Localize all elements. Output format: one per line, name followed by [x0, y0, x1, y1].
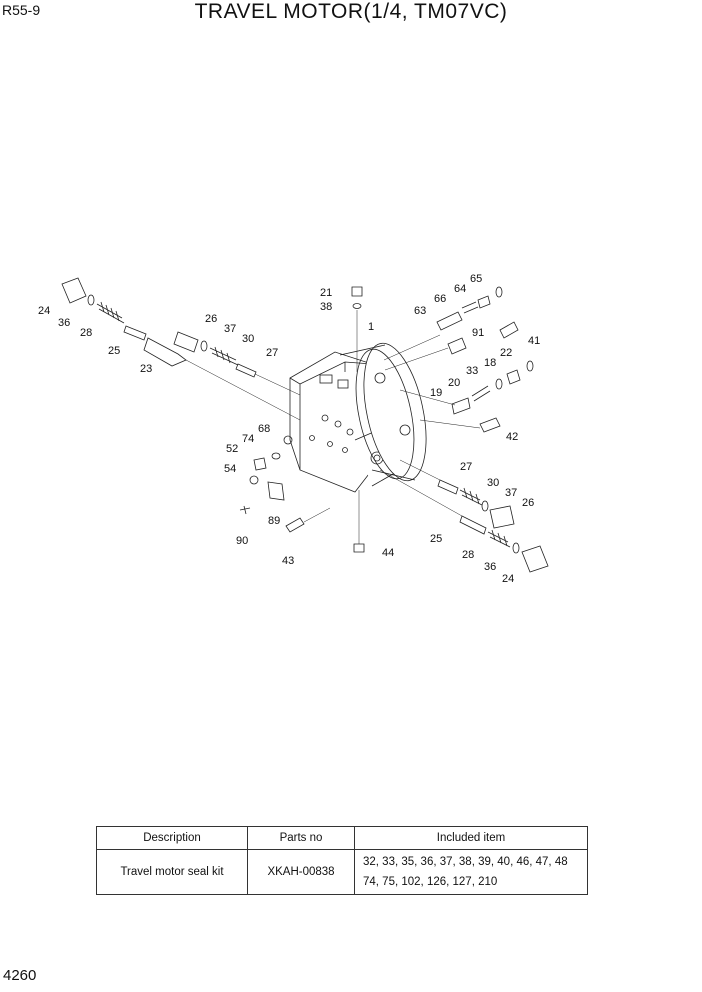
parts-no-cell: XKAH-00838	[247, 849, 355, 895]
callout-label: 24	[38, 305, 50, 317]
callout-label: 44	[382, 547, 394, 559]
callout-label: 22	[500, 347, 512, 359]
callout-label: 24	[502, 573, 514, 585]
included-items-line: 32, 33, 35, 36, 37, 38, 39, 40, 46, 47, …	[363, 856, 568, 868]
callout-label: 25	[430, 533, 442, 545]
callout-label: 91	[472, 327, 484, 339]
callout-labels: 24 36 28 25 23 26 37 30 27 21 38 1 65 64…	[38, 273, 540, 585]
seal-kit-table: Description Parts no Included item Trave…	[96, 826, 588, 895]
column-header: Included item	[354, 826, 588, 850]
page-title: TRAVEL MOTOR(1/4, TM07VC)	[194, 0, 508, 23]
column-header: Description	[96, 826, 248, 850]
included-items-cell: 32, 33, 35, 36, 37, 38, 39, 40, 46, 47, …	[354, 849, 588, 895]
callout-label: 65	[470, 273, 482, 285]
callout-label: 30	[242, 333, 254, 345]
callout-label: 90	[236, 535, 248, 547]
callout-label: 1	[368, 321, 374, 333]
callout-label: 66	[434, 293, 446, 305]
callout-label: 28	[462, 549, 474, 561]
callout-label: 36	[58, 317, 70, 329]
callout-label: 89	[268, 515, 280, 527]
callout-label: 63	[414, 305, 426, 317]
callout-label: 18	[484, 357, 496, 369]
table-row: Travel motor seal kit XKAH-00838 32, 33,…	[96, 849, 588, 895]
callout-label: 43	[282, 555, 294, 567]
included-items-line: 74, 75, 102, 126, 127, 210	[363, 876, 498, 888]
callout-label: 20	[448, 377, 460, 389]
callout-label: 54	[224, 463, 236, 475]
callout-label: 26	[522, 497, 534, 509]
callout-label: 33	[466, 365, 478, 377]
callout-label: 27	[460, 461, 472, 473]
callout-label: 37	[505, 487, 517, 499]
callout-label: 38	[320, 301, 332, 313]
callout-label: 25	[108, 345, 120, 357]
callout-label: 36	[484, 561, 496, 573]
callout-label: 68	[258, 423, 270, 435]
callout-label: 52	[226, 443, 238, 455]
callout-label: 37	[224, 323, 236, 335]
callout-label: 42	[506, 431, 518, 443]
table-header-row: Description Parts no Included item	[96, 826, 588, 850]
callout-label: 30	[487, 477, 499, 489]
description-cell: Travel motor seal kit	[96, 849, 248, 895]
callout-label: 41	[528, 335, 540, 347]
model-code: R55-9	[2, 2, 41, 18]
callout-label: 74	[242, 433, 254, 445]
callout-label: 19	[430, 387, 442, 399]
column-header: Parts no	[247, 826, 355, 850]
callout-label: 23	[140, 363, 152, 375]
callout-label: 26	[205, 313, 217, 325]
callout-label: 28	[80, 327, 92, 339]
callout-label: 27	[266, 347, 278, 359]
callout-label: 21	[320, 287, 332, 299]
callout-label: 64	[454, 283, 466, 295]
page-number: 4260	[3, 967, 37, 984]
